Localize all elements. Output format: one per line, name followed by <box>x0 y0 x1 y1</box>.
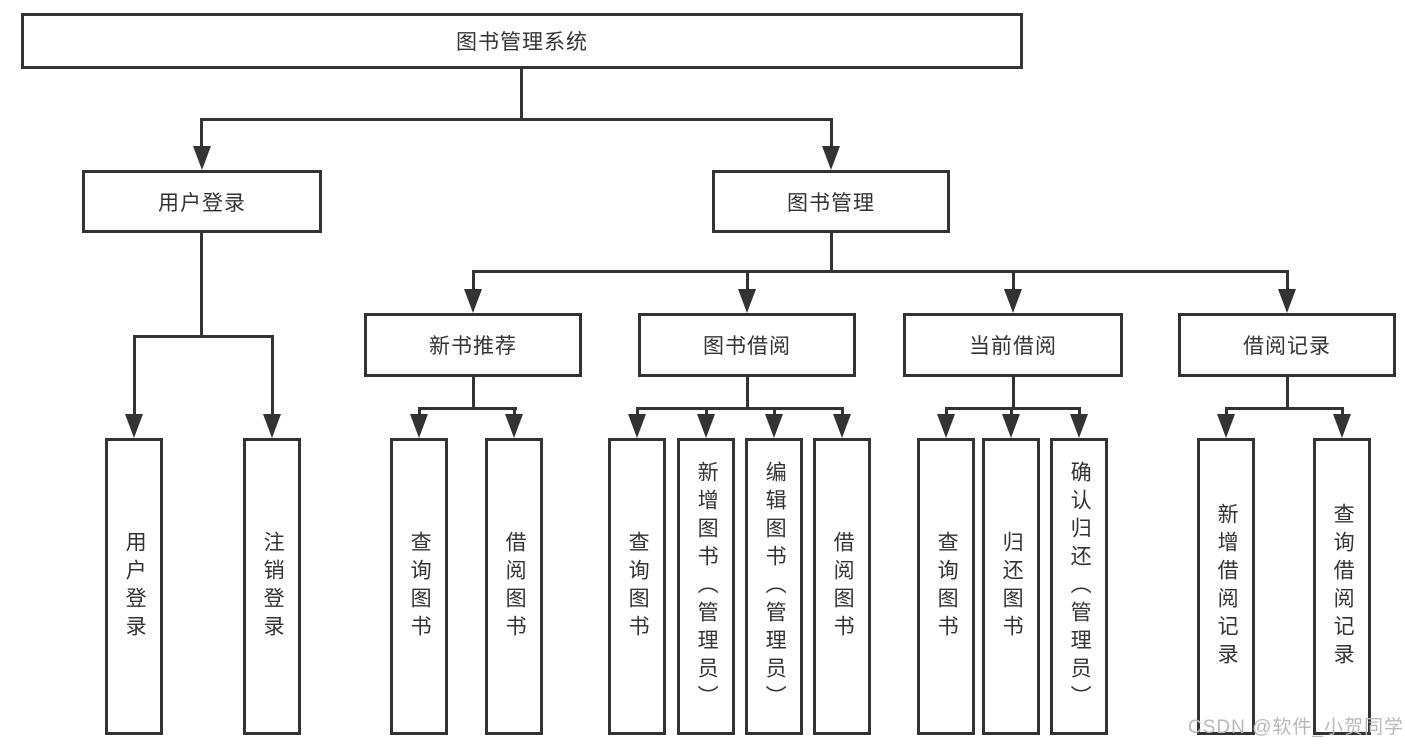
connector-line <box>746 377 749 410</box>
leaf-label: 查询借阅记录 <box>1331 502 1355 671</box>
node-label: 图书管理 <box>787 191 875 215</box>
node-user-login: 用户登录 <box>82 170 322 233</box>
leaf-label: 新增借阅记录 <box>1215 502 1239 671</box>
node-label: 图书借阅 <box>703 335 791 358</box>
connector-line <box>1012 270 1015 293</box>
connector-line <box>418 407 517 410</box>
leaf-label: 查询图书 <box>935 530 959 643</box>
connector-line <box>1078 407 1081 418</box>
node-label: 用户登录 <box>158 191 246 215</box>
leaf-borrow-books-borrowing: 借阅图书 <box>813 438 871 735</box>
arrow-down-icon <box>464 289 482 313</box>
leaf-borrow-books-recommend: 借阅图书 <box>485 438 543 735</box>
node-label: 当前借阅 <box>969 335 1057 358</box>
connector-line <box>830 118 833 150</box>
arrow-down-icon <box>765 414 783 438</box>
arrow-down-icon <box>697 414 715 438</box>
leaf-confirm-return-admin: 确认归还（管理员） <box>1050 438 1108 735</box>
connector-line <box>472 377 475 410</box>
connector-line <box>945 407 1081 410</box>
node-current-borrowing: 当前借阅 <box>903 313 1123 377</box>
connector-line <box>841 407 844 418</box>
node-label: 新书推荐 <box>429 335 517 358</box>
leaf-add-borrow-record: 新增借阅记录 <box>1197 438 1255 735</box>
connector-line <box>472 270 475 293</box>
leaf-label: 归还图书 <box>1000 530 1024 643</box>
connector-line <box>830 233 833 273</box>
connector-line <box>200 233 203 338</box>
connector-line <box>200 118 203 150</box>
node-library-system: 图书管理系统 <box>21 13 1023 69</box>
connector-line <box>1225 407 1228 418</box>
arrow-down-icon <box>822 146 840 170</box>
leaf-logout: 注销登录 <box>243 438 301 735</box>
node-label: 借阅记录 <box>1243 335 1331 358</box>
arrow-down-icon <box>628 414 646 438</box>
arrow-down-icon <box>263 414 281 438</box>
arrow-down-icon <box>505 414 523 438</box>
connector-line <box>133 335 136 418</box>
connector-line <box>1286 270 1289 293</box>
leaf-query-books-current: 查询图书 <box>917 438 975 735</box>
csdn-watermark: CSDN @软件_小贺同学 <box>1188 717 1404 738</box>
connector-line <box>418 407 421 418</box>
connector-line <box>513 407 516 418</box>
node-new-book-recommend: 新书推荐 <box>364 313 582 377</box>
connector-line <box>1341 407 1344 418</box>
connector-line <box>520 69 523 120</box>
leaf-add-books-admin: 新增图书（管理员） <box>677 438 735 735</box>
leaf-label: 查询图书 <box>626 530 650 643</box>
node-borrowing-records: 借阅记录 <box>1178 313 1396 377</box>
arrow-down-icon <box>738 289 756 313</box>
arrow-down-icon <box>410 414 428 438</box>
arrow-down-icon <box>1217 414 1235 438</box>
connector-line <box>945 407 948 418</box>
leaf-label: 编辑图书（管理员） <box>763 460 787 713</box>
leaf-edit-books-admin: 编辑图书（管理员） <box>745 438 803 735</box>
connector-line <box>746 270 749 293</box>
connector-line <box>201 118 833 121</box>
arrow-down-icon <box>1278 289 1296 313</box>
arrow-down-icon <box>1333 414 1351 438</box>
connector-line <box>133 335 274 338</box>
arrow-down-icon <box>937 414 955 438</box>
leaf-label: 确认归还（管理员） <box>1068 460 1092 713</box>
connector-line <box>472 270 1289 273</box>
leaf-label: 注销登录 <box>261 530 285 643</box>
arrow-down-icon <box>1002 414 1020 438</box>
connector-line <box>773 407 776 418</box>
connector-line <box>1225 407 1344 410</box>
connector-line <box>636 407 844 410</box>
arrow-down-icon <box>193 146 211 170</box>
node-book-management: 图书管理 <box>712 170 950 233</box>
connector-line <box>1286 377 1289 410</box>
arrow-down-icon <box>125 414 143 438</box>
arrow-down-icon <box>833 414 851 438</box>
arrow-down-icon <box>1070 414 1088 438</box>
leaf-label: 新增图书（管理员） <box>695 460 719 713</box>
node-book-borrowing: 图书借阅 <box>638 313 856 377</box>
connector-line <box>636 407 639 418</box>
connector-line <box>1010 407 1013 418</box>
leaf-label: 借阅图书 <box>503 530 527 643</box>
leaf-query-books-borrowing: 查询图书 <box>608 438 666 735</box>
leaf-return-books: 归还图书 <box>982 438 1040 735</box>
node-label: 图书管理系统 <box>456 31 588 54</box>
leaf-label: 用户登录 <box>123 530 147 643</box>
leaf-label: 借阅图书 <box>831 530 855 643</box>
arrow-down-icon <box>1004 289 1022 313</box>
leaf-label: 查询图书 <box>408 530 432 643</box>
leaf-query-books-recommend: 查询图书 <box>390 438 448 735</box>
connector-line <box>705 407 708 418</box>
leaf-query-borrow-record: 查询借阅记录 <box>1313 438 1371 735</box>
leaf-user-login: 用户登录 <box>105 438 163 735</box>
connector-line <box>271 335 274 418</box>
connector-line <box>1012 377 1015 410</box>
